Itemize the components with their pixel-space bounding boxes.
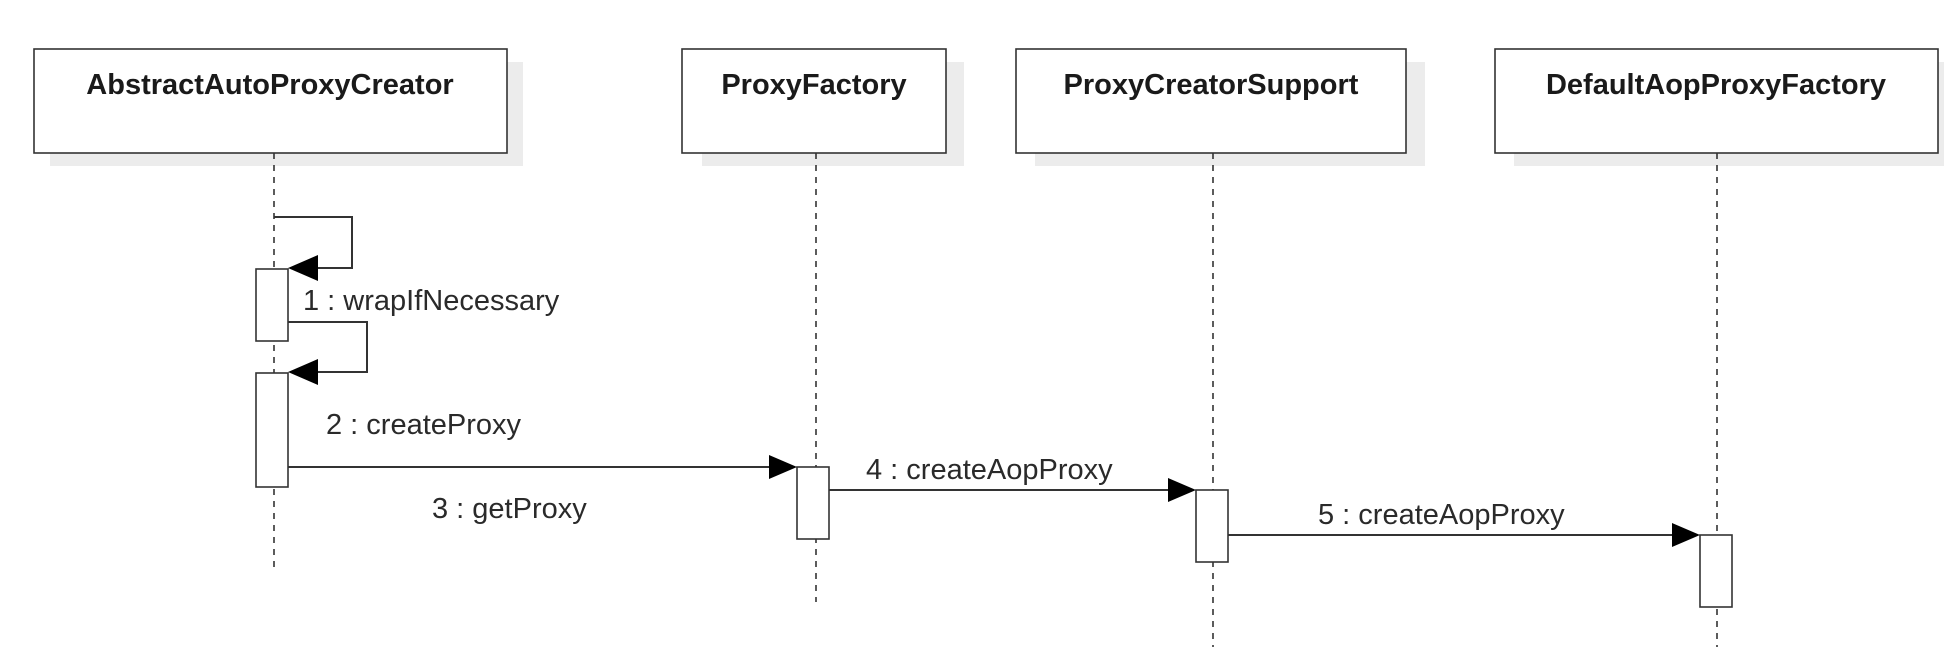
participant-label: AbstractAutoProxyCreator xyxy=(86,69,453,101)
participant-proxy-creator-support: ProxyCreatorSupport xyxy=(1015,48,1425,166)
message-5-label: 5 : createAopProxy xyxy=(1318,499,1565,531)
message-3-label: 3 : getProxy xyxy=(432,493,587,525)
activation-bar-create-aop-proxy xyxy=(1195,489,1229,563)
message-4-arrow xyxy=(829,478,1196,502)
activation-bar-create-aop-proxy-target xyxy=(1699,534,1733,608)
participant-default-aop-proxy-factory: DefaultAopProxyFactory xyxy=(1494,48,1944,166)
participant-proxy-factory: ProxyFactory xyxy=(681,48,964,166)
message-4-label: 4 : createAopProxy xyxy=(866,454,1113,486)
message-2-self-arrow xyxy=(288,321,368,385)
message-3-arrow xyxy=(288,455,797,479)
message-5-arrow xyxy=(1228,523,1700,547)
activation-bar-create-proxy xyxy=(255,372,289,488)
message-2-label: 2 : createProxy xyxy=(326,409,522,441)
participant-label: ProxyFactory xyxy=(721,69,906,101)
activation-bar-wrap-if-necessary xyxy=(255,268,289,342)
activation-bar-get-proxy xyxy=(796,466,830,540)
message-1-label: 1 : wrapIfNecessary xyxy=(303,285,560,317)
participant-label: ProxyCreatorSupport xyxy=(1064,69,1359,101)
participant-label: DefaultAopProxyFactory xyxy=(1546,69,1886,101)
participant-abstract-auto-proxy-creator: AbstractAutoProxyCreator xyxy=(33,48,523,166)
message-1-self-arrow xyxy=(274,216,353,281)
